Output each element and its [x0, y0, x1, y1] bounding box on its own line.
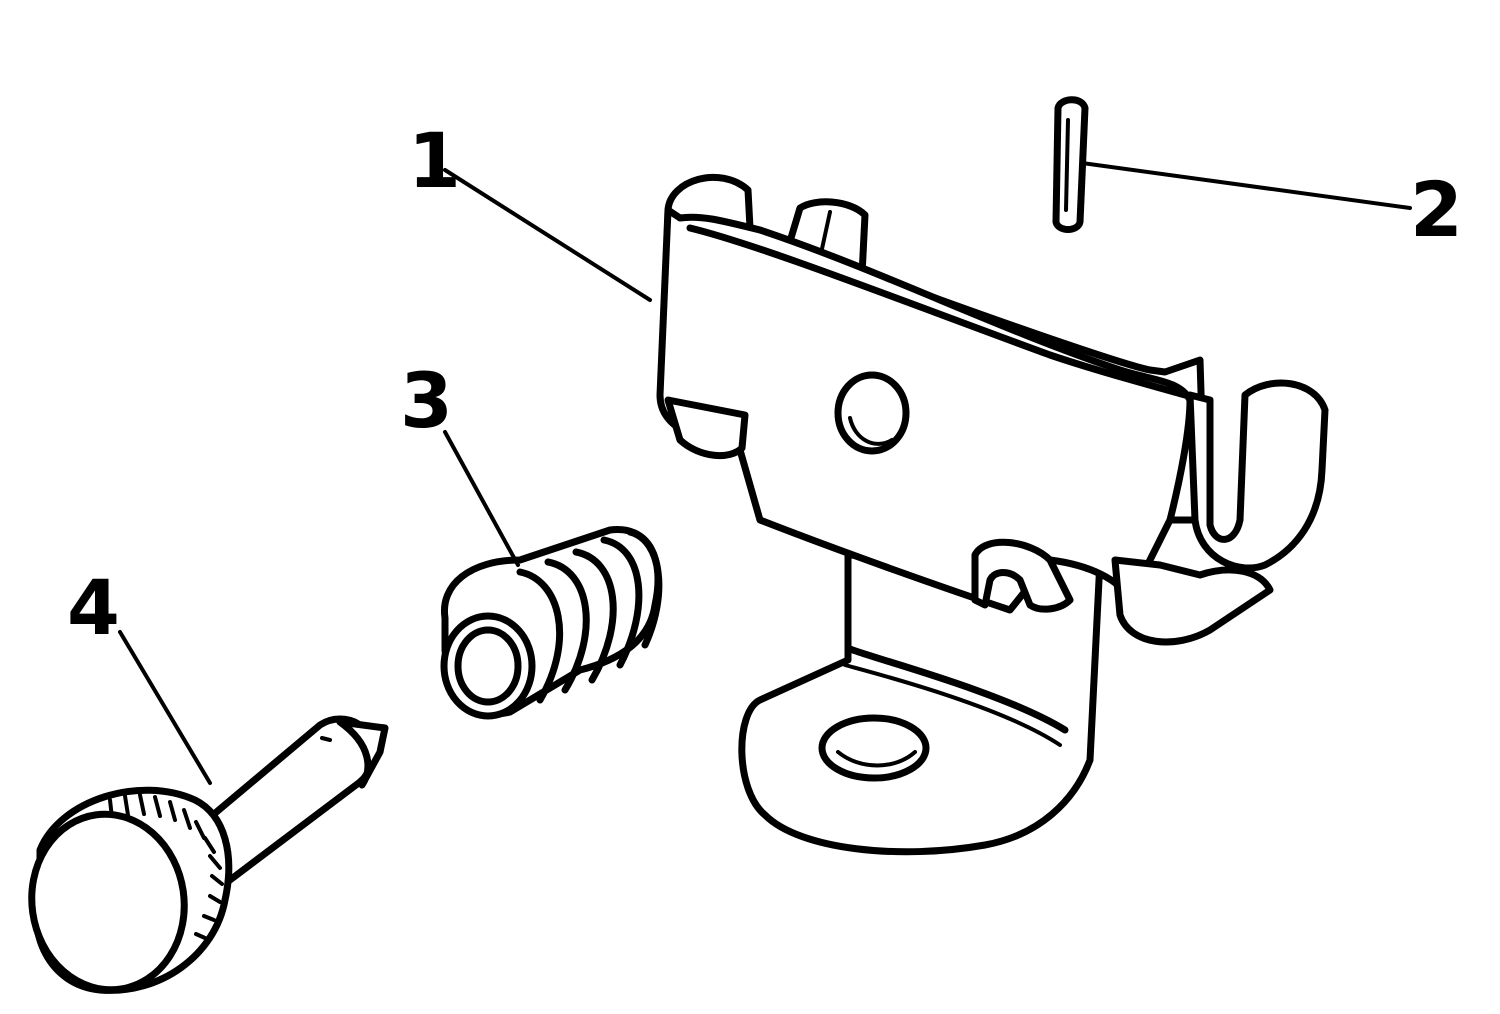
- callout-4: 4: [67, 563, 120, 652]
- knob-plunger-part: [28, 715, 389, 994]
- leader-line-1: [443, 168, 652, 302]
- bracket-part: [656, 173, 1329, 856]
- callout-3: 3: [400, 356, 453, 445]
- bracket-foot: [738, 551, 1104, 856]
- leader-line-4: [118, 630, 212, 785]
- cotter-pin-part: [1052, 96, 1089, 233]
- callout-1: 1: [408, 116, 461, 205]
- callout-2: 2: [1410, 165, 1463, 254]
- bracket-body: [656, 173, 1329, 646]
- leader-line-3: [443, 430, 520, 567]
- leader-line-2: [1080, 161, 1412, 210]
- coil-spring-part: [440, 526, 663, 720]
